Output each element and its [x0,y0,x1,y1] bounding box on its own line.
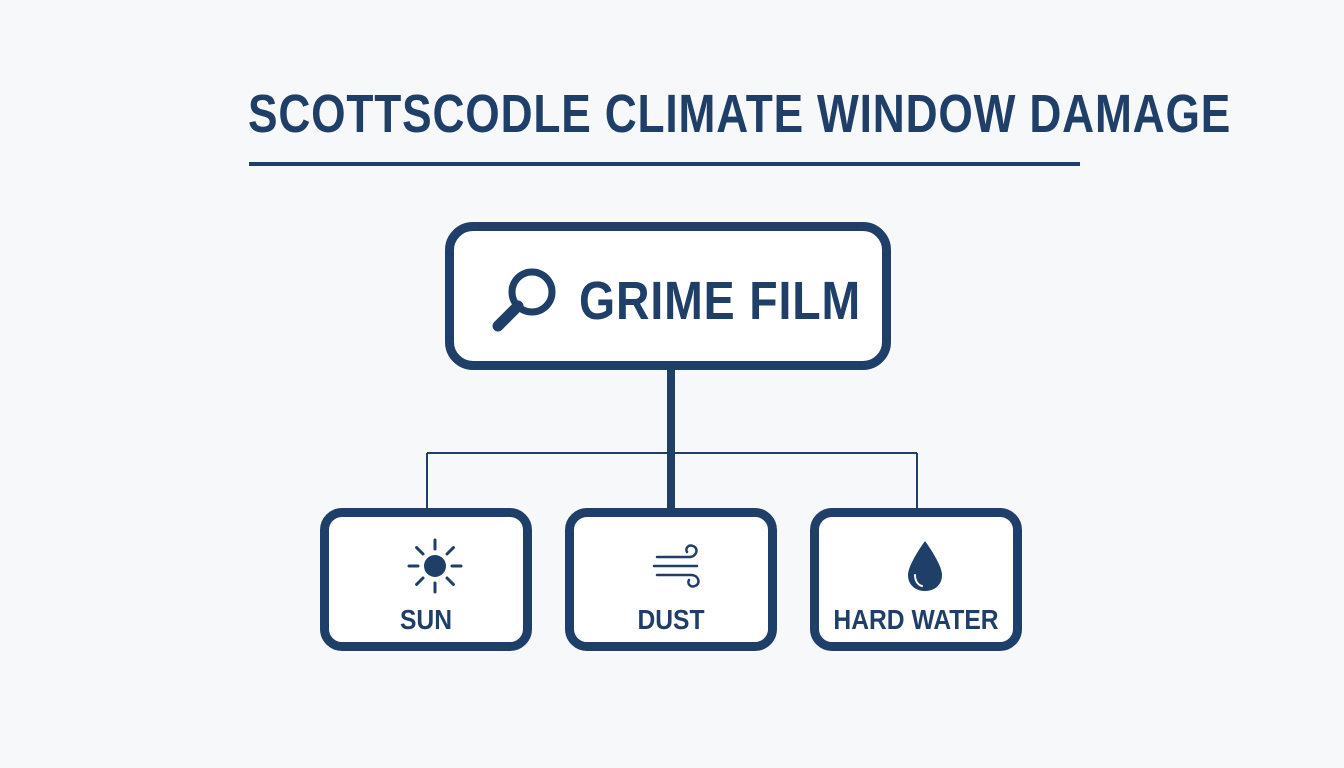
hard-water-node: HARD WATER [810,508,1022,651]
title-underline [249,162,1080,166]
magnifying-glass-icon [492,268,556,332]
grime-film-node: GRIME FILM [445,222,891,370]
grime-film-label: GRIME FILM [579,271,862,331]
sun-icon [407,538,463,594]
dust-label: DUST [637,604,705,635]
hard-water-label: HARD WATER [833,604,999,635]
wind-icon [652,544,700,588]
dust-node: DUST [565,508,777,651]
sun-node: SUN [320,508,532,651]
sun-label: SUN [399,604,453,635]
water-drop-icon [908,541,942,591]
